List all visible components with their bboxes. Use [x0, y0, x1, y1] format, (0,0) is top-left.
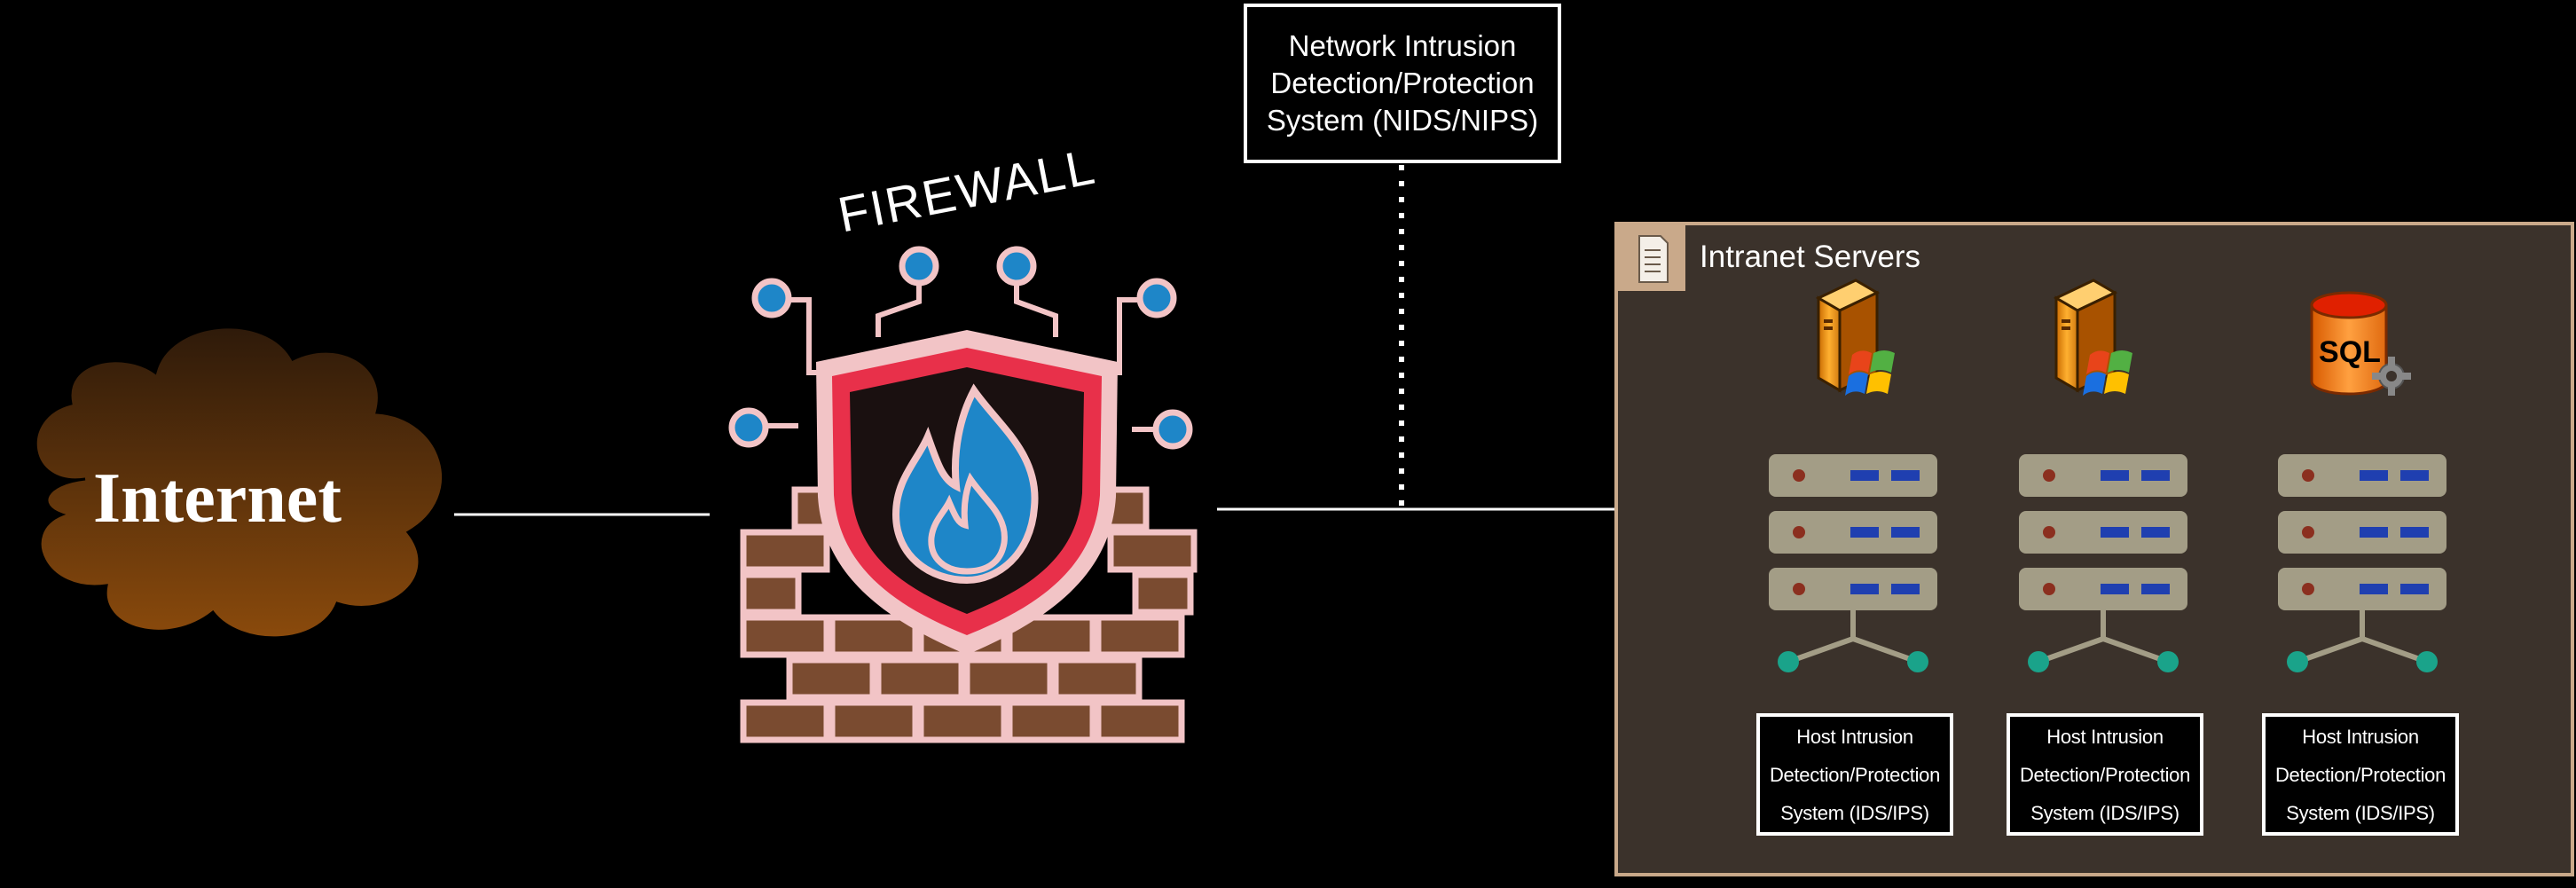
nids-line: System (NIDS/NIPS) [1266, 104, 1539, 137]
hids-line: System (IDS/IPS) [2030, 801, 2179, 824]
nids-box: Network Intrusion Detection/Protection S… [1244, 4, 1561, 163]
hids-line: Host Intrusion [2046, 725, 2164, 748]
firewall-icon [728, 246, 1198, 743]
internet-label: Internet [93, 460, 342, 538]
sql-database-icon: SQL [2310, 291, 2411, 396]
hids-line: Host Intrusion [1796, 725, 1913, 748]
sql-text: SQL [2319, 335, 2381, 369]
hids-box: Host Intrusion Detection/Protection Syst… [1756, 713, 1953, 836]
nids-line: Detection/Protection [1270, 67, 1535, 99]
hids-line: Detection/Protection [1769, 763, 1941, 786]
document-icon [1638, 235, 1669, 283]
gear-icon [2372, 357, 2411, 396]
hids-box: Host Intrusion Detection/Protection Syst… [2007, 713, 2203, 836]
hids-line: Detection/Protection [2274, 763, 2446, 786]
intranet-title: Intranet Servers [1700, 240, 1920, 274]
hids-line: Detection/Protection [2019, 763, 2191, 786]
hids-line: Host Intrusion [2302, 725, 2419, 748]
hids-line: System (IDS/IPS) [1780, 801, 1929, 824]
hids-line: System (IDS/IPS) [2286, 801, 2435, 824]
nids-line: Network Intrusion [1288, 29, 1517, 62]
internet-cloud-icon [34, 326, 444, 640]
hids-box: Host Intrusion Detection/Protection Syst… [2262, 713, 2459, 836]
